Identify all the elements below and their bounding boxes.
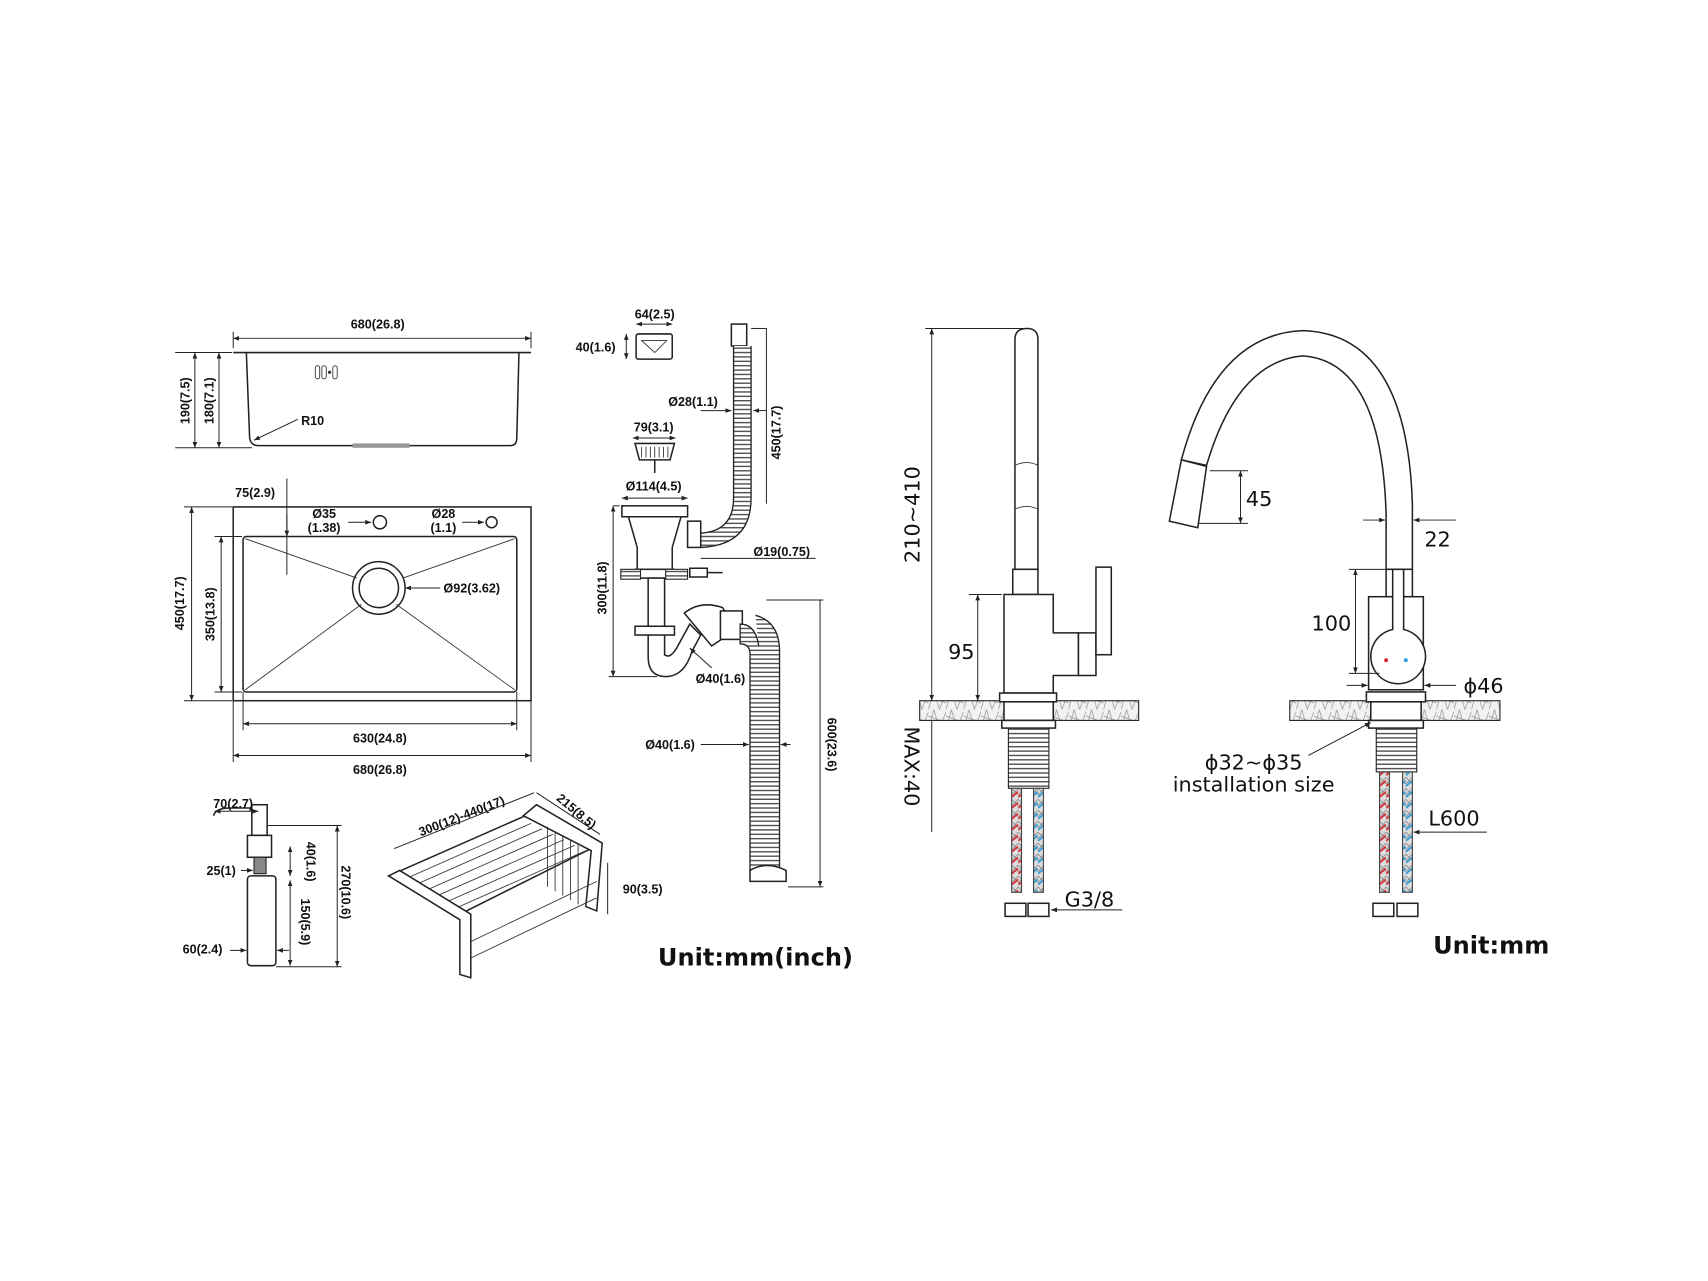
drain-dia-label: Ø92(3.62) [443,581,500,595]
hose-length-label-faucet: L600 [1428,807,1479,831]
faucet-body-height-label: 95 [948,640,974,664]
sink-top-view: 75(2.9) Ø35 (1.38) Ø28 (1.1) Ø92(3.62) 4… [173,478,532,777]
max-thickness-label: MAX:40 [899,726,923,806]
faucet-height-label: 210~410 [901,466,925,563]
sink-side-view: 680(26.8) 190(7.5) 180(7.1) R10 [175,317,532,449]
base-dia-label: ϕ46 [1463,674,1503,698]
sink-width-outer-label: 680(26.8) [353,763,407,777]
soap-dispenser: 70(2.7) 25(1) 40(1.6) 150(5.9) 270(10.6)… [183,797,353,968]
hot-indicator-icon [1384,658,1389,663]
trap-dia-label: Ø40(1.6) [696,672,746,686]
strainer-dia-label: 79(3.1) [634,420,674,434]
overflow-width-label: 64(2.5) [635,308,675,322]
soap-neck-label: 25(1) [206,864,235,878]
hose-dia-label: Ø40(1.6) [645,738,695,752]
soap-total-label: 270(10.6) [339,865,353,919]
flange-dia-label: Ø114(4.5) [626,480,682,494]
overflow-length-label: 450(17.7) [770,406,784,460]
overflow-slots-icon [314,365,338,380]
hole2-inch-label: (1.1) [430,521,456,535]
soap-bottle-label: 150(5.9) [298,898,312,945]
sink-depth-inner-label: 350(13.8) [204,587,218,641]
soap-dia-label: 60(2.4) [183,943,223,957]
dish-basket: 300(12)-440(17) 215(8.5) 90(3.5) [386,791,663,979]
overflow-hose-dia-label: Ø28(1.1) [668,395,718,409]
body-height-label: 100 [1312,612,1352,636]
drain-assembly: 64(2.5) 40(1.6) 450(17.7) Ø28(1.1) 79(3.… [576,308,839,888]
sink-height-total-label: 190(7.5) [178,377,192,424]
branch-dia-label: Ø19(0.75) [753,545,810,559]
tube-dia-label: 22 [1424,527,1450,551]
faucet-side-view: 210~410 95 MAX:40 G3/8 [899,327,1140,918]
cold-indicator-icon [1403,658,1408,663]
hole2-dia-label: Ø28 [432,507,456,521]
hole1-inch-label: (1.38) [308,521,341,535]
hole-offset-label: 75(2.9) [235,486,275,500]
sink-depth-outer-label: 450(17.7) [173,576,187,630]
faucet-front-view: 45 22 100 ϕ46 ϕ32~ϕ35 installation size … [1168,329,1504,918]
soap-collar-label: 40(1.6) [304,842,318,882]
basket-height-label: 90(3.5) [623,882,663,896]
hole1-dia-label: Ø35 [312,507,336,521]
thread-size-label: G3/8 [1065,888,1115,912]
hose-length-label: 600(23.6) [825,718,839,772]
nozzle-height-label: 45 [1246,487,1272,511]
install-dia-label: ϕ32~ϕ35 [1205,751,1303,775]
corner-radius-label: R10 [301,414,324,428]
unit-label-right: Unit:mm [1433,932,1549,960]
sink-height-inner-label: 180(7.1) [203,377,217,424]
overflow-height-label: 40(1.6) [576,340,616,354]
soap-spout-label: 70(2.7) [213,797,253,811]
sink-width-label: 680(26.8) [351,317,405,331]
unit-label-left: Unit:mm(inch) [658,944,853,972]
sink-width-inner-label: 630(24.8) [353,731,407,745]
install-size-label: installation size [1173,773,1335,797]
pipe-length-label: 300(11.8) [596,561,610,614]
